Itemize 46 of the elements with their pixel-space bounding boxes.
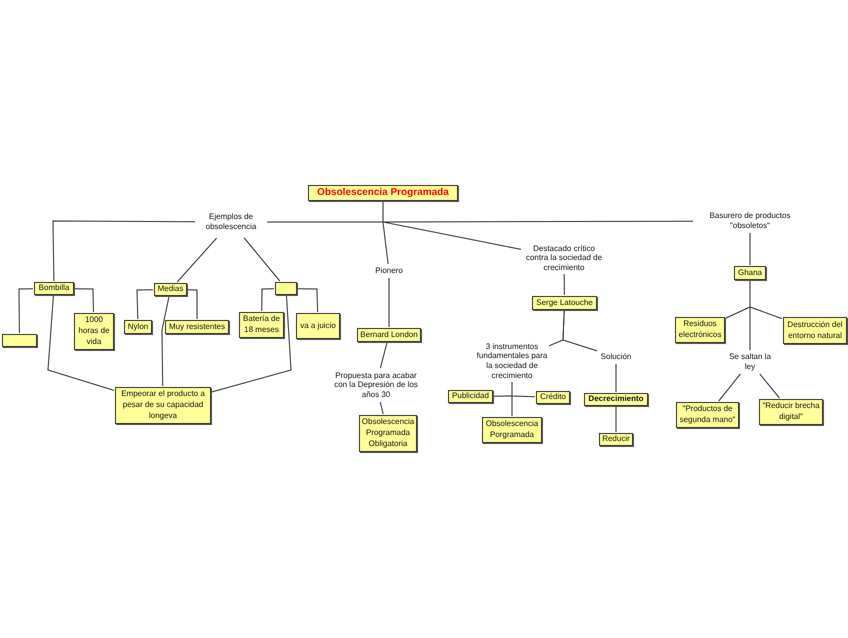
concept-box: Bernard London bbox=[357, 328, 421, 342]
connector-line bbox=[162, 296, 170, 386]
topic-text: Se saltan la ley bbox=[728, 351, 772, 373]
connector-line bbox=[382, 202, 694, 222]
concept-box: 1000 horas de vida bbox=[74, 313, 114, 350]
concept-box: Batería de 18 meses bbox=[239, 312, 284, 338]
concept-box bbox=[275, 282, 297, 295]
concept-box: Obsolescencia Programada Obligatoria bbox=[359, 415, 417, 452]
concept-box: Medias bbox=[154, 283, 187, 296]
connector-line bbox=[562, 310, 598, 352]
connector-line bbox=[380, 342, 388, 368]
concept-box bbox=[2, 334, 37, 347]
connector-line bbox=[261, 288, 274, 312]
concept-box: Decrecimiento bbox=[584, 393, 648, 406]
connector-line bbox=[188, 289, 198, 320]
topic-text: 3 instrumentos fundamentales para la sociedad de crecimiento bbox=[476, 341, 548, 381]
concept-box: Residuos electrónicos bbox=[675, 317, 725, 343]
concept-box: Reducir bbox=[599, 433, 633, 446]
connector-line bbox=[298, 288, 318, 312]
central-topic-box: Obsolescencia Programada bbox=[308, 185, 458, 201]
connector-line bbox=[564, 274, 565, 296]
connector-line bbox=[388, 278, 390, 328]
concept-box: Obsolescencia Porgramada bbox=[482, 417, 542, 443]
connector-line bbox=[718, 374, 741, 402]
connector-line bbox=[759, 374, 780, 398]
connector-line bbox=[136, 289, 154, 320]
connector-line bbox=[380, 402, 384, 414]
concept-box: Ghana bbox=[734, 266, 766, 280]
connector-line bbox=[52, 220, 196, 282]
concept-box: va a juicio bbox=[296, 313, 340, 339]
concept-box: "Productos de segunda mano" bbox=[676, 402, 739, 428]
connector-line bbox=[47, 296, 114, 391]
concept-box: Nylon bbox=[124, 320, 152, 334]
connector-line bbox=[176, 238, 218, 282]
concept-box: Muy resistentes bbox=[165, 320, 229, 334]
concept-box: Destrucción del entorno natural bbox=[783, 317, 847, 344]
connector-line bbox=[74, 288, 94, 312]
concept-box: Empeorar el producto a pesar de su capacidad longeva bbox=[115, 387, 211, 424]
connector-line bbox=[212, 296, 292, 392]
concept-box: Publicidad bbox=[448, 390, 493, 403]
connector-line bbox=[18, 288, 34, 334]
concept-box: "Reducir brecha digital" bbox=[759, 399, 823, 425]
concept-box: Crédito bbox=[536, 391, 570, 404]
concept-box: Serge Latouche bbox=[532, 296, 597, 310]
connector-line bbox=[244, 238, 280, 282]
concept-box: Bombilla bbox=[34, 282, 74, 295]
